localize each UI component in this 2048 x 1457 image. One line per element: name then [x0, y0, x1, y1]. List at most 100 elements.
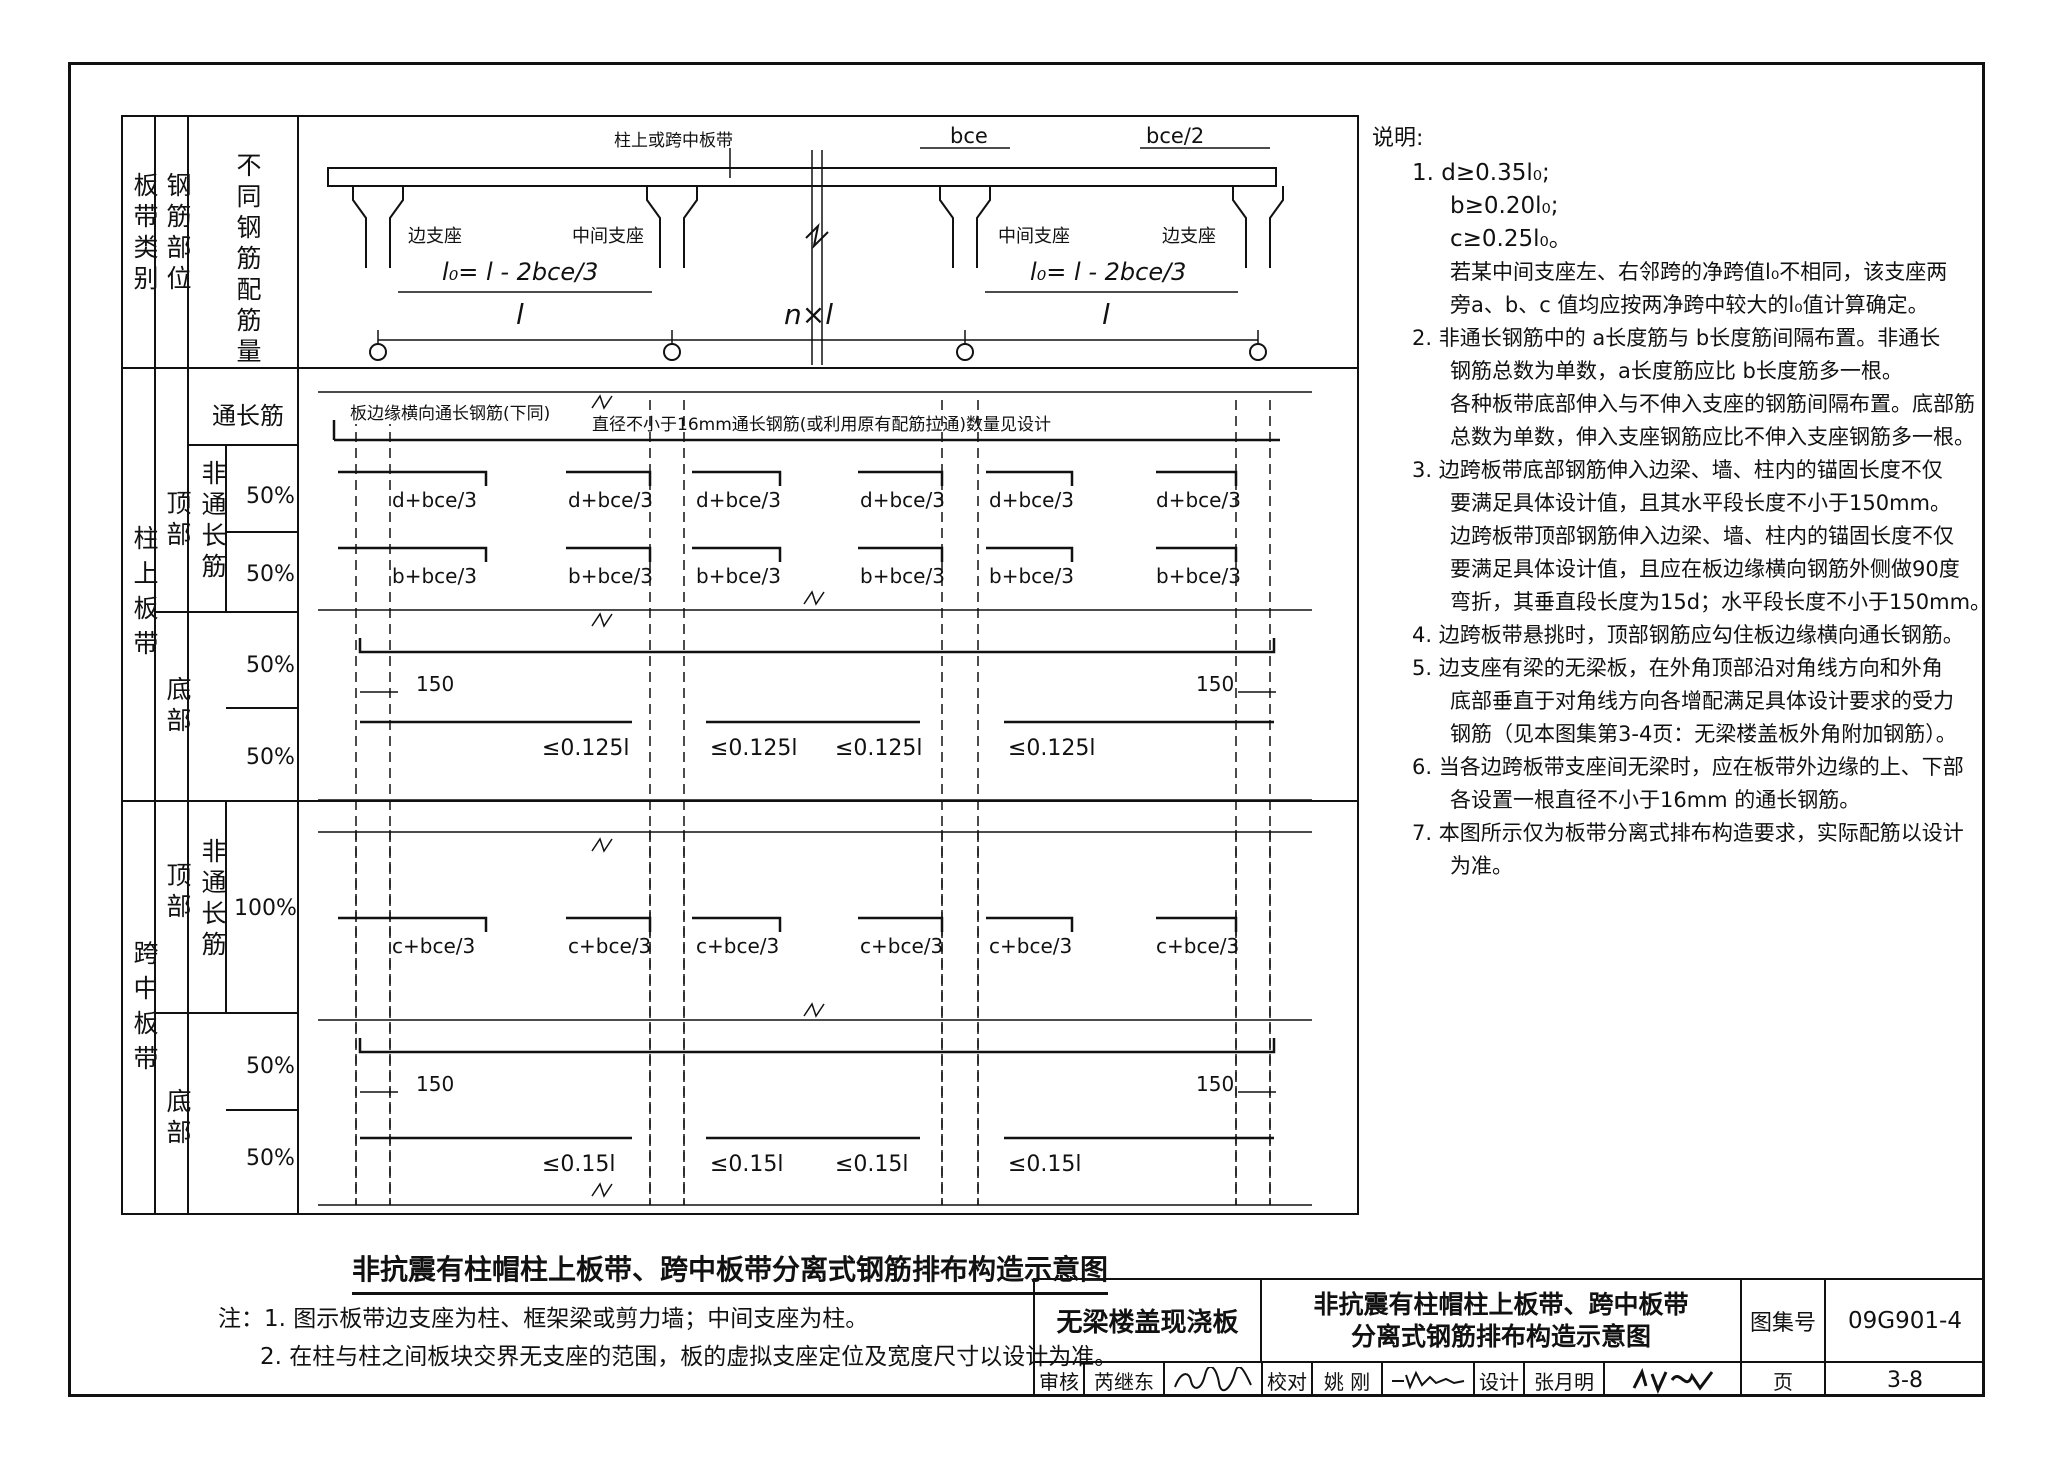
note-line: 4. 边跨板带悬挑时，顶部钢筋应勾住板边缘横向通长钢筋。 — [1412, 623, 1964, 647]
anchorage-150-label: 150 — [416, 1072, 455, 1096]
note-line: 若某中间支座左、右邻跨的净跨值l₀不相同，该支座两 — [1450, 260, 1948, 284]
title-line-1: 非抗震有柱帽柱上板带、跨中板带 — [1313, 1289, 1689, 1319]
rebar-extension-label: c+bce/3 — [1156, 934, 1240, 958]
mid-support-left: 中间支座 — [572, 226, 644, 247]
note-line: 边跨板带顶部钢筋伸入边梁、墙、柱内的锚固长度不仅 — [1450, 524, 1954, 548]
mid-top-bar-c — [858, 916, 944, 932]
pos-top-1: 顶部 — [163, 490, 192, 552]
note-line: 为准。 — [1450, 854, 1513, 878]
mid-top-bar-c — [338, 916, 488, 932]
cutoff-length-label: ≤0.125l — [1008, 736, 1096, 761]
top-bar-d — [338, 470, 488, 486]
edge-support-right: 边支座 — [1162, 226, 1216, 247]
title-block: 无梁楼盖现浇板 非抗震有柱帽柱上板带、跨中板带 分离式钢筋排布构造示意图 图集号… — [1033, 1278, 1984, 1397]
break-symbol — [803, 590, 825, 606]
rebar-extension-label: d+bce/3 — [860, 488, 945, 512]
top-bar-b — [858, 546, 944, 562]
pct-top-b: 50% — [246, 562, 295, 587]
rebar-extension-label: d+bce/3 — [989, 488, 1074, 512]
rebar-extension-label: c+bce/3 — [989, 934, 1073, 958]
note-line: 要满足具体设计值，且其水平段长度不小于150mm。 — [1450, 491, 1951, 515]
pct-top-a: 50% — [246, 484, 295, 509]
continuous-label: 通长筋 — [212, 402, 284, 430]
cutoff-length-label: ≤0.125l — [542, 736, 630, 761]
checker-signature — [1383, 1363, 1475, 1397]
break-symbol — [591, 612, 613, 628]
note-line: 总数为单数，伸入支座钢筋应比不伸入支座钢筋多一根。 — [1450, 425, 1975, 449]
cutoff-length-label: ≤0.125l — [835, 736, 923, 761]
top-bar-d — [692, 470, 782, 486]
break-symbol — [591, 1182, 613, 1198]
notes-heading: 说明: — [1372, 126, 1424, 151]
note-line: 钢筋（见本图集第3-4页：无梁楼盖板外角附加钢筋）。 — [1450, 722, 1957, 746]
break-symbol — [591, 394, 613, 410]
check-label: 校对 — [1263, 1363, 1313, 1397]
edge-support-left: 边支座 — [408, 226, 462, 247]
checker: 姚 刚 — [1313, 1363, 1383, 1397]
rebar-groups — [332, 420, 1280, 1140]
top-bar-b — [1156, 546, 1238, 562]
bottom-note-1: 注：1. 图示板带边支座为柱、框架梁或剪力墙；中间支座为柱。 — [218, 1306, 869, 1332]
category: 无梁楼盖现浇板 — [1035, 1280, 1262, 1363]
mid-top-bar-c — [692, 916, 782, 932]
mid-top-bar-c — [986, 916, 1074, 932]
note-line: c≥0.25l₀。 — [1450, 226, 1572, 252]
pos-bottom-1: 底部 — [163, 676, 192, 738]
note-line: 各种板带底部伸入与不伸入支座的钢筋间隔布置。底部筋 — [1450, 392, 1975, 416]
row-column-strip: 柱上板带 — [130, 525, 159, 665]
strip-label: 柱上或跨中板带 — [614, 131, 733, 151]
mid-support-right: 中间支座 — [998, 226, 1070, 247]
elevation-view — [318, 147, 1312, 1206]
header-rebar-amount: 不同钢筋配筋量 — [233, 152, 262, 369]
rebar-extension-label: b+bce/3 — [860, 564, 945, 588]
mid-top-bar-c — [1156, 916, 1238, 932]
top-bar-b — [566, 546, 652, 562]
atlas-number: 09G901-4 — [1826, 1280, 1984, 1363]
drawing-frame — [68, 62, 1985, 1397]
support-marker — [956, 343, 974, 361]
rebar-extension-label: c+bce/3 — [696, 934, 780, 958]
support-marker — [369, 343, 387, 361]
rebar-extension-label: b+bce/3 — [1156, 564, 1241, 588]
dashed-lines — [355, 400, 1271, 1205]
span-left: l — [516, 298, 524, 331]
top-bar-b — [338, 546, 488, 562]
anchorage-150-label: 150 — [1196, 1072, 1235, 1096]
notes-panel: 说明: 1. d≥0.35l₀; b≥0.20l₀; c≥0.25l₀。 若某中… — [1372, 122, 1992, 883]
top-bar-d — [986, 470, 1074, 486]
l0-formula-left: l₀= l - 2bce/3 — [442, 258, 599, 286]
note-line: 弯折，其垂直段长度为15d；水平段长度不小于150mm。 — [1450, 590, 1992, 614]
bottom-note-2: 2. 在柱与柱之间板块交界无支座的范围，板的虚拟支座定位及宽度尺寸以设计为准。 — [260, 1344, 1118, 1370]
bottom-notes: 注：1. 图示板带边支座为柱、框架梁或剪力墙；中间支座为柱。 2. 在柱与柱之间… — [218, 1300, 1117, 1376]
header-band-type: 板带类别 — [130, 172, 159, 296]
top-bar-d — [858, 470, 944, 486]
bottom-bar-column-strip — [358, 638, 1276, 654]
continuous-note: 直径不小于16mm通长钢筋(或利用原有配筋拉通)数量见设计 — [592, 415, 1052, 435]
pct-mid-bottom-b: 50% — [246, 1146, 295, 1171]
l0-formula-right: l₀= l - 2bce/3 — [1030, 258, 1187, 286]
cutoff-length-label: ≤0.15l — [835, 1152, 909, 1177]
column-capital — [646, 186, 698, 268]
support-marker — [1249, 343, 1267, 361]
note-line: 要满足具体设计值，且应在板边缘横向钢筋外侧做90度 — [1450, 557, 1960, 581]
pos-bottom-2: 底部 — [163, 1088, 192, 1150]
pct-mid-top: 100% — [234, 896, 297, 921]
cutoff-length-label: ≤0.15l — [542, 1152, 616, 1177]
anchorage-150-label: 150 — [1196, 672, 1235, 696]
note-line: 5. 边支座有梁的无梁板，在外角顶部沿对角线方向和外角 — [1412, 656, 1943, 680]
note-line: 各设置一根直径不小于16mm 的通长钢筋。 — [1450, 788, 1861, 812]
note-line: 底部垂直于对角线方向各增配满足具体设计要求的受力 — [1450, 689, 1954, 713]
diagram-caption: 非抗震有柱帽柱上板带、跨中板带分离式钢筋排布构造示意图 — [352, 1248, 1109, 1295]
column-capital — [939, 186, 991, 268]
rebar-extension-label: d+bce/3 — [696, 488, 781, 512]
rebar-extension-label: b+bce/3 — [568, 564, 653, 588]
top-bar-d — [566, 470, 652, 486]
edge-transverse-label: 板边缘横向通长钢筋(下同) — [350, 399, 551, 424]
pct-bottom-b: 50% — [246, 745, 295, 770]
page-label: 页 — [1742, 1363, 1826, 1397]
rebar-extension-label: d+bce/3 — [568, 488, 653, 512]
rebar-extension-label: b+bce/3 — [696, 564, 781, 588]
pos-top-2: 顶部 — [163, 862, 192, 924]
break-symbol — [591, 837, 613, 853]
bce-half-label: bce/2 — [1146, 124, 1205, 148]
